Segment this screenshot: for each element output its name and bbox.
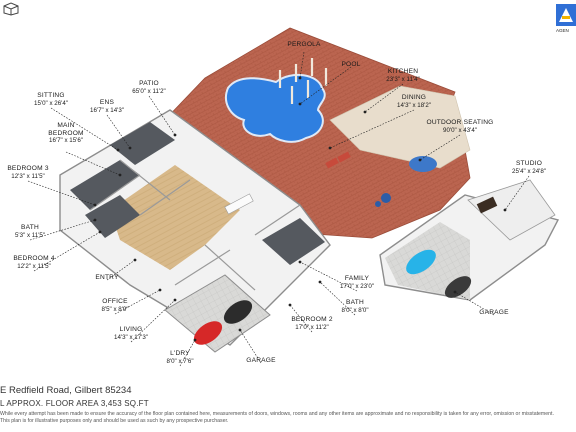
leader-dot-dining [328, 146, 332, 150]
label-dining: DINING 14'3" x 18'2" [397, 94, 431, 109]
leader-dot-living [173, 298, 177, 302]
label-ldry: L'DRY 8'0" x 7'6" [166, 350, 194, 365]
label-outdoor-seating: OUTDOOR SEATING 90'0" x 43'4" [426, 119, 494, 134]
leader-dot-pergola [298, 76, 302, 80]
leader-dot-ldry [193, 338, 197, 342]
label-bedroom-4: BEDROOM 4 12'2" x 11'5" [13, 255, 55, 270]
label-pool: POOL [341, 61, 361, 68]
leader-bath1 [29, 219, 96, 241]
label-bedroom-2: BEDROOM 2 17'0" x 11'2" [291, 316, 333, 331]
leader-dot-office [158, 288, 162, 292]
label-ens: ENS 16'7" x 14'3" [90, 99, 124, 114]
leader-patio [148, 95, 176, 136]
leader-dot-kitchen [363, 110, 367, 114]
label-main-bedroom: MAIN BEDROOM 16'7" x 15'6" [48, 122, 84, 145]
label-family: FAMILY 17'0" x 23'0" [340, 275, 374, 290]
leader-lines [27, 51, 530, 367]
leader-office [114, 289, 161, 315]
label-pergola: PERGOLA [287, 41, 321, 48]
leader-main-bedroom [65, 151, 121, 176]
leader-bath2 [319, 281, 356, 316]
leader-dot-main-bedroom [118, 173, 122, 177]
leader-pergola [299, 51, 305, 79]
car-dark [444, 276, 472, 298]
leader-dot-garage-main [238, 328, 242, 332]
agency-logo: AGEN [556, 4, 576, 34]
label-office: OFFICE 8'5" x 8'9" [101, 298, 129, 313]
leader-dining [329, 109, 415, 149]
label-bedroom-3: BEDROOM 3 12'3" x 11'5" [7, 165, 49, 180]
leader-studio [504, 175, 530, 211]
label-entry: ENTRY [95, 274, 119, 281]
leader-dot-entry [133, 258, 137, 262]
leader-dot-sitting [116, 148, 120, 152]
leader-dot-pool [298, 102, 302, 106]
leader-dot-bedroom4 [98, 230, 102, 234]
leader-dot-outdoor-seating [418, 158, 422, 162]
leader-garage-main [239, 329, 262, 364]
leader-dot-bath1 [93, 218, 97, 222]
leader-dot-bedroom2 [288, 303, 292, 307]
label-kitchen: KITCHEN 23'3" x 11'4" [386, 68, 420, 83]
studio-building [379, 179, 560, 301]
label-garage-studio: GARAGE [479, 309, 509, 316]
leader-living [130, 299, 176, 343]
floor-area: L APPROX. FLOOR AREA 3,453 SQ.FT [0, 399, 149, 408]
camera-icon [3, 2, 19, 16]
property-address: E Redfield Road, Gilbert 85234 [0, 385, 132, 396]
leader-garage-studio [454, 291, 495, 316]
leader-kitchen [364, 83, 404, 113]
leader-dot-patio [173, 133, 177, 137]
pergola [278, 58, 328, 104]
car-black [223, 300, 253, 324]
leader-outdoor-seating [419, 134, 461, 161]
leader-dot-studio [503, 208, 507, 212]
footer: E Redfield Road, Gilbert 85234 L APPROX.… [0, 382, 576, 432]
leader-sitting [50, 107, 119, 151]
leader-ens [106, 114, 131, 149]
disclaimer: While every attempt has been made to ens… [0, 411, 554, 424]
label-living: LIVING 14'3" x 17'3" [114, 326, 148, 341]
label-garage-main: GARAGE [246, 357, 276, 364]
leader-pool [299, 66, 352, 105]
leader-dot-ens [128, 146, 132, 150]
leader-dot-garage-studio [453, 290, 457, 294]
logo-text: AGEN [556, 28, 569, 33]
leader-dot-bath2 [318, 280, 322, 284]
label-bath-1: BATH 5'3" x 11'5" [14, 224, 46, 239]
label-patio: PATIO 65'0" x 11'2" [132, 80, 166, 95]
label-bath-2: BATH 8'0" x 8'0" [341, 299, 369, 314]
leader-ldry [179, 339, 196, 367]
main-house [59, 109, 331, 353]
label-sitting: SITTING 15'0" x 26'4" [34, 92, 68, 107]
leader-dot-family [298, 260, 302, 264]
leader-bedroom4 [33, 231, 101, 272]
leader-dot-bedroom3 [93, 203, 97, 207]
label-studio: STUDIO 25'4" x 24'8" [512, 160, 546, 175]
car-red [193, 321, 223, 345]
car-blue [406, 249, 436, 275]
